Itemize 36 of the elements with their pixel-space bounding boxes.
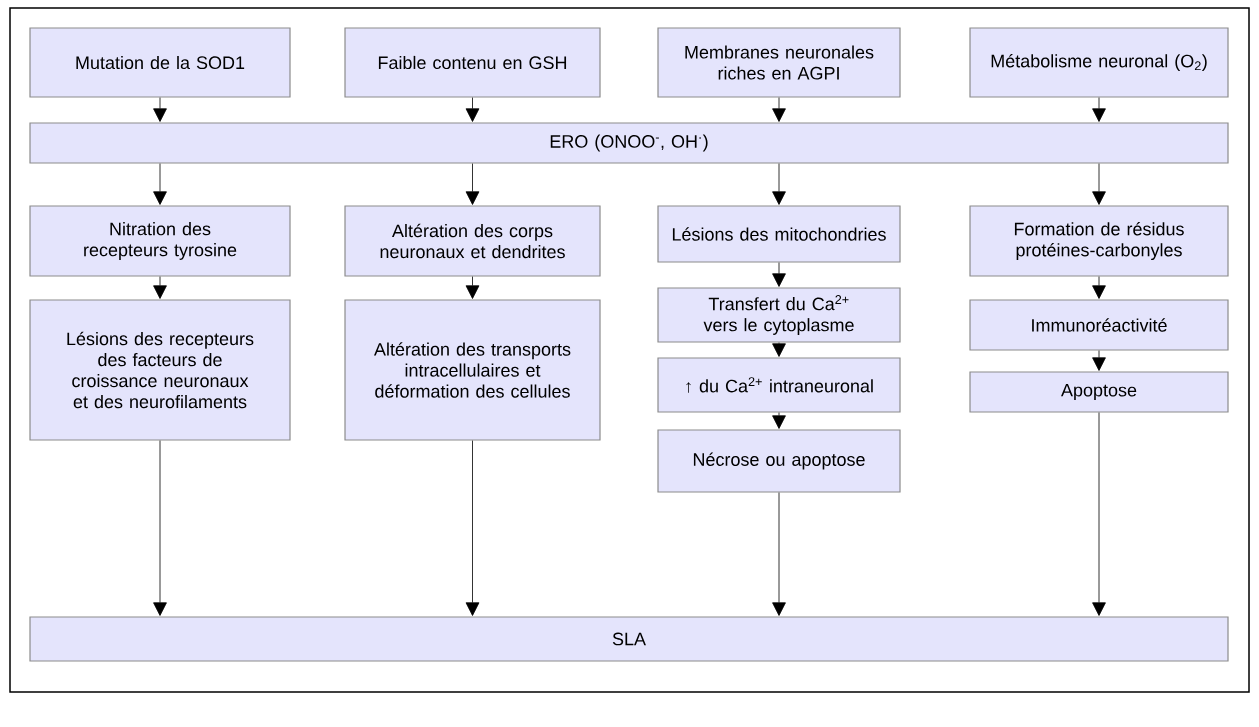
arrow	[772, 342, 786, 357]
process-box: Altération des transports intracellulaires et déformation des cellules	[344, 299, 601, 441]
process-box: Métabolisme neuronal (O$_{2}$)	[969, 27, 1229, 98]
process-box: Apoptose	[969, 371, 1229, 413]
process-box: Mutation de la SOD1	[29, 27, 291, 98]
arrow	[153, 440, 167, 616]
process-box: Lésions des recepteurs des facteurs de croissance neuronaux et des neurofilaments	[29, 299, 291, 441]
arrow	[772, 262, 786, 287]
process-box: Lésions des mitochondries	[657, 205, 901, 263]
arrow	[153, 97, 167, 122]
process-box: Nitration des recepteurs tyrosine	[29, 205, 291, 277]
arrow	[1092, 97, 1106, 122]
process-box: Formation de résidus protéines-carbonyles	[969, 205, 1229, 277]
arrow	[465, 440, 480, 616]
arrow	[772, 97, 786, 122]
arrow	[1092, 412, 1106, 616]
process-box: SLA	[29, 616, 1229, 662]
arrow	[153, 163, 167, 205]
arrow	[1092, 276, 1106, 299]
arrow	[465, 276, 480, 299]
process-box: Nécrose ou apoptose	[657, 429, 901, 493]
process-box: ERO (ONOO$^{-}$, OH$^{·}$)	[29, 122, 1229, 164]
arrow	[772, 412, 786, 429]
process-box: Faible contenu en GSH	[344, 27, 601, 98]
arrow	[465, 97, 480, 122]
arrow	[772, 163, 786, 205]
arrow	[772, 492, 786, 616]
process-box: Immunoréactivité	[969, 299, 1229, 351]
arrow	[1092, 350, 1106, 371]
arrow	[1092, 163, 1106, 205]
process-box: Transfert du Ca$^{2+}$ vers le cytoplasme	[657, 287, 901, 343]
arrow	[465, 163, 480, 205]
arrow	[153, 276, 167, 299]
process-box: ↑ du Ca$^{2+}$ intraneuronal	[657, 357, 901, 413]
process-box: Altération des corps neuronaux et dendrites	[344, 205, 601, 277]
process-box: Membranes neuronales riches en AGPI	[657, 27, 901, 98]
